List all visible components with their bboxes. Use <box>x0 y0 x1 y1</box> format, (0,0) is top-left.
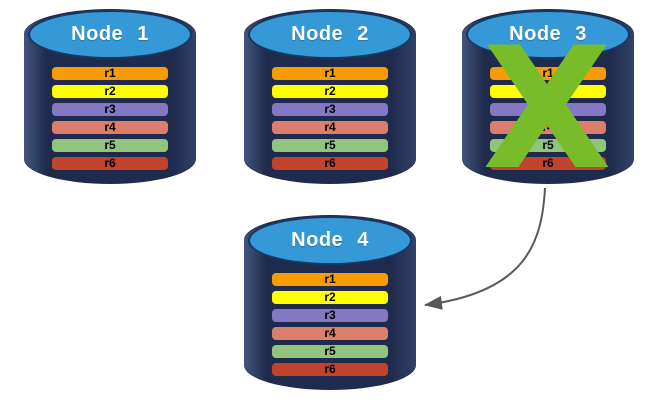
replica-row: r2 <box>52 85 168 98</box>
node-4: Node 4 r1 r2 r3 r4 r5 r6 <box>242 213 418 392</box>
replica-row-label: r2 <box>542 84 554 98</box>
replica-row: r5 <box>272 139 388 152</box>
replica-row: r6 <box>272 363 388 376</box>
replica-row-label: r6 <box>324 362 336 376</box>
replica-row-label: r3 <box>542 102 554 116</box>
replica-row-label: r1 <box>324 272 336 286</box>
replica-row: r1 <box>490 67 606 80</box>
replica-row: r3 <box>490 103 606 116</box>
replica-rows: r1 r2 r3 r4 r5 r6 <box>272 273 388 376</box>
replica-row-label: r4 <box>324 120 336 134</box>
replica-row: r2 <box>272 291 388 304</box>
replica-row-label: r1 <box>324 66 336 80</box>
replica-row-label: r5 <box>542 138 554 152</box>
replica-rows: r1 r2 r3 r4 r5 r6 <box>272 67 388 170</box>
arrow-curve <box>424 187 546 310</box>
replica-row: r5 <box>272 345 388 358</box>
node-1: Node 1 r1 r2 r3 r4 r5 r6 <box>22 7 198 186</box>
replica-row: r6 <box>490 157 606 170</box>
replica-row-label: r3 <box>324 308 336 322</box>
replica-row-label: r3 <box>324 102 336 116</box>
node-3: Node 3 r1 r2 r3 r4 r5 r6 <box>460 7 636 186</box>
node-2: Node 2 r1 r2 r3 r4 r5 r6 <box>242 7 418 186</box>
replica-rows: r1 r2 r3 r4 r5 r6 <box>52 67 168 170</box>
replica-row-label: r5 <box>324 344 336 358</box>
cylinder-top: Node 3 <box>466 10 630 59</box>
replica-row: r4 <box>272 327 388 340</box>
replica-row-label: r5 <box>324 138 336 152</box>
replica-row: r6 <box>52 157 168 170</box>
replica-row: r3 <box>52 103 168 116</box>
replica-row: r1 <box>272 273 388 286</box>
replica-row: r1 <box>272 67 388 80</box>
cylinder-top: Node 1 <box>28 10 192 59</box>
replica-row: r2 <box>272 85 388 98</box>
replica-row-label: r3 <box>104 102 116 116</box>
replica-row-label: r4 <box>104 120 116 134</box>
node-title: Node 3 <box>509 23 587 45</box>
replica-row-label: r4 <box>324 326 336 340</box>
replica-row-label: r1 <box>104 66 116 80</box>
replica-row: r2 <box>490 85 606 98</box>
replica-row: r3 <box>272 103 388 116</box>
replica-row: r4 <box>272 121 388 134</box>
node-title: Node 1 <box>71 23 149 45</box>
replica-row-label: r2 <box>324 84 336 98</box>
replica-row: r4 <box>52 121 168 134</box>
replica-row: r6 <box>272 157 388 170</box>
replica-row: r1 <box>52 67 168 80</box>
replica-row-label: r2 <box>104 84 116 98</box>
replica-row-label: r6 <box>104 156 116 170</box>
node-title: Node 4 <box>291 229 369 251</box>
replica-rows: r1 r2 r3 r4 r5 r6 <box>490 67 606 170</box>
replica-row-label: r2 <box>324 290 336 304</box>
replica-row-label: r1 <box>542 66 554 80</box>
replica-row-label: r4 <box>542 120 554 134</box>
node-title: Node 2 <box>291 23 369 45</box>
cylinder-top: Node 4 <box>248 216 412 265</box>
replica-row: r3 <box>272 309 388 322</box>
cylinder-top: Node 2 <box>248 10 412 59</box>
replica-row-label: r6 <box>542 156 554 170</box>
replica-row-label: r5 <box>104 138 116 152</box>
replica-row: r4 <box>490 121 606 134</box>
replica-row: r5 <box>490 139 606 152</box>
replica-row: r5 <box>52 139 168 152</box>
replica-row-label: r6 <box>324 156 336 170</box>
